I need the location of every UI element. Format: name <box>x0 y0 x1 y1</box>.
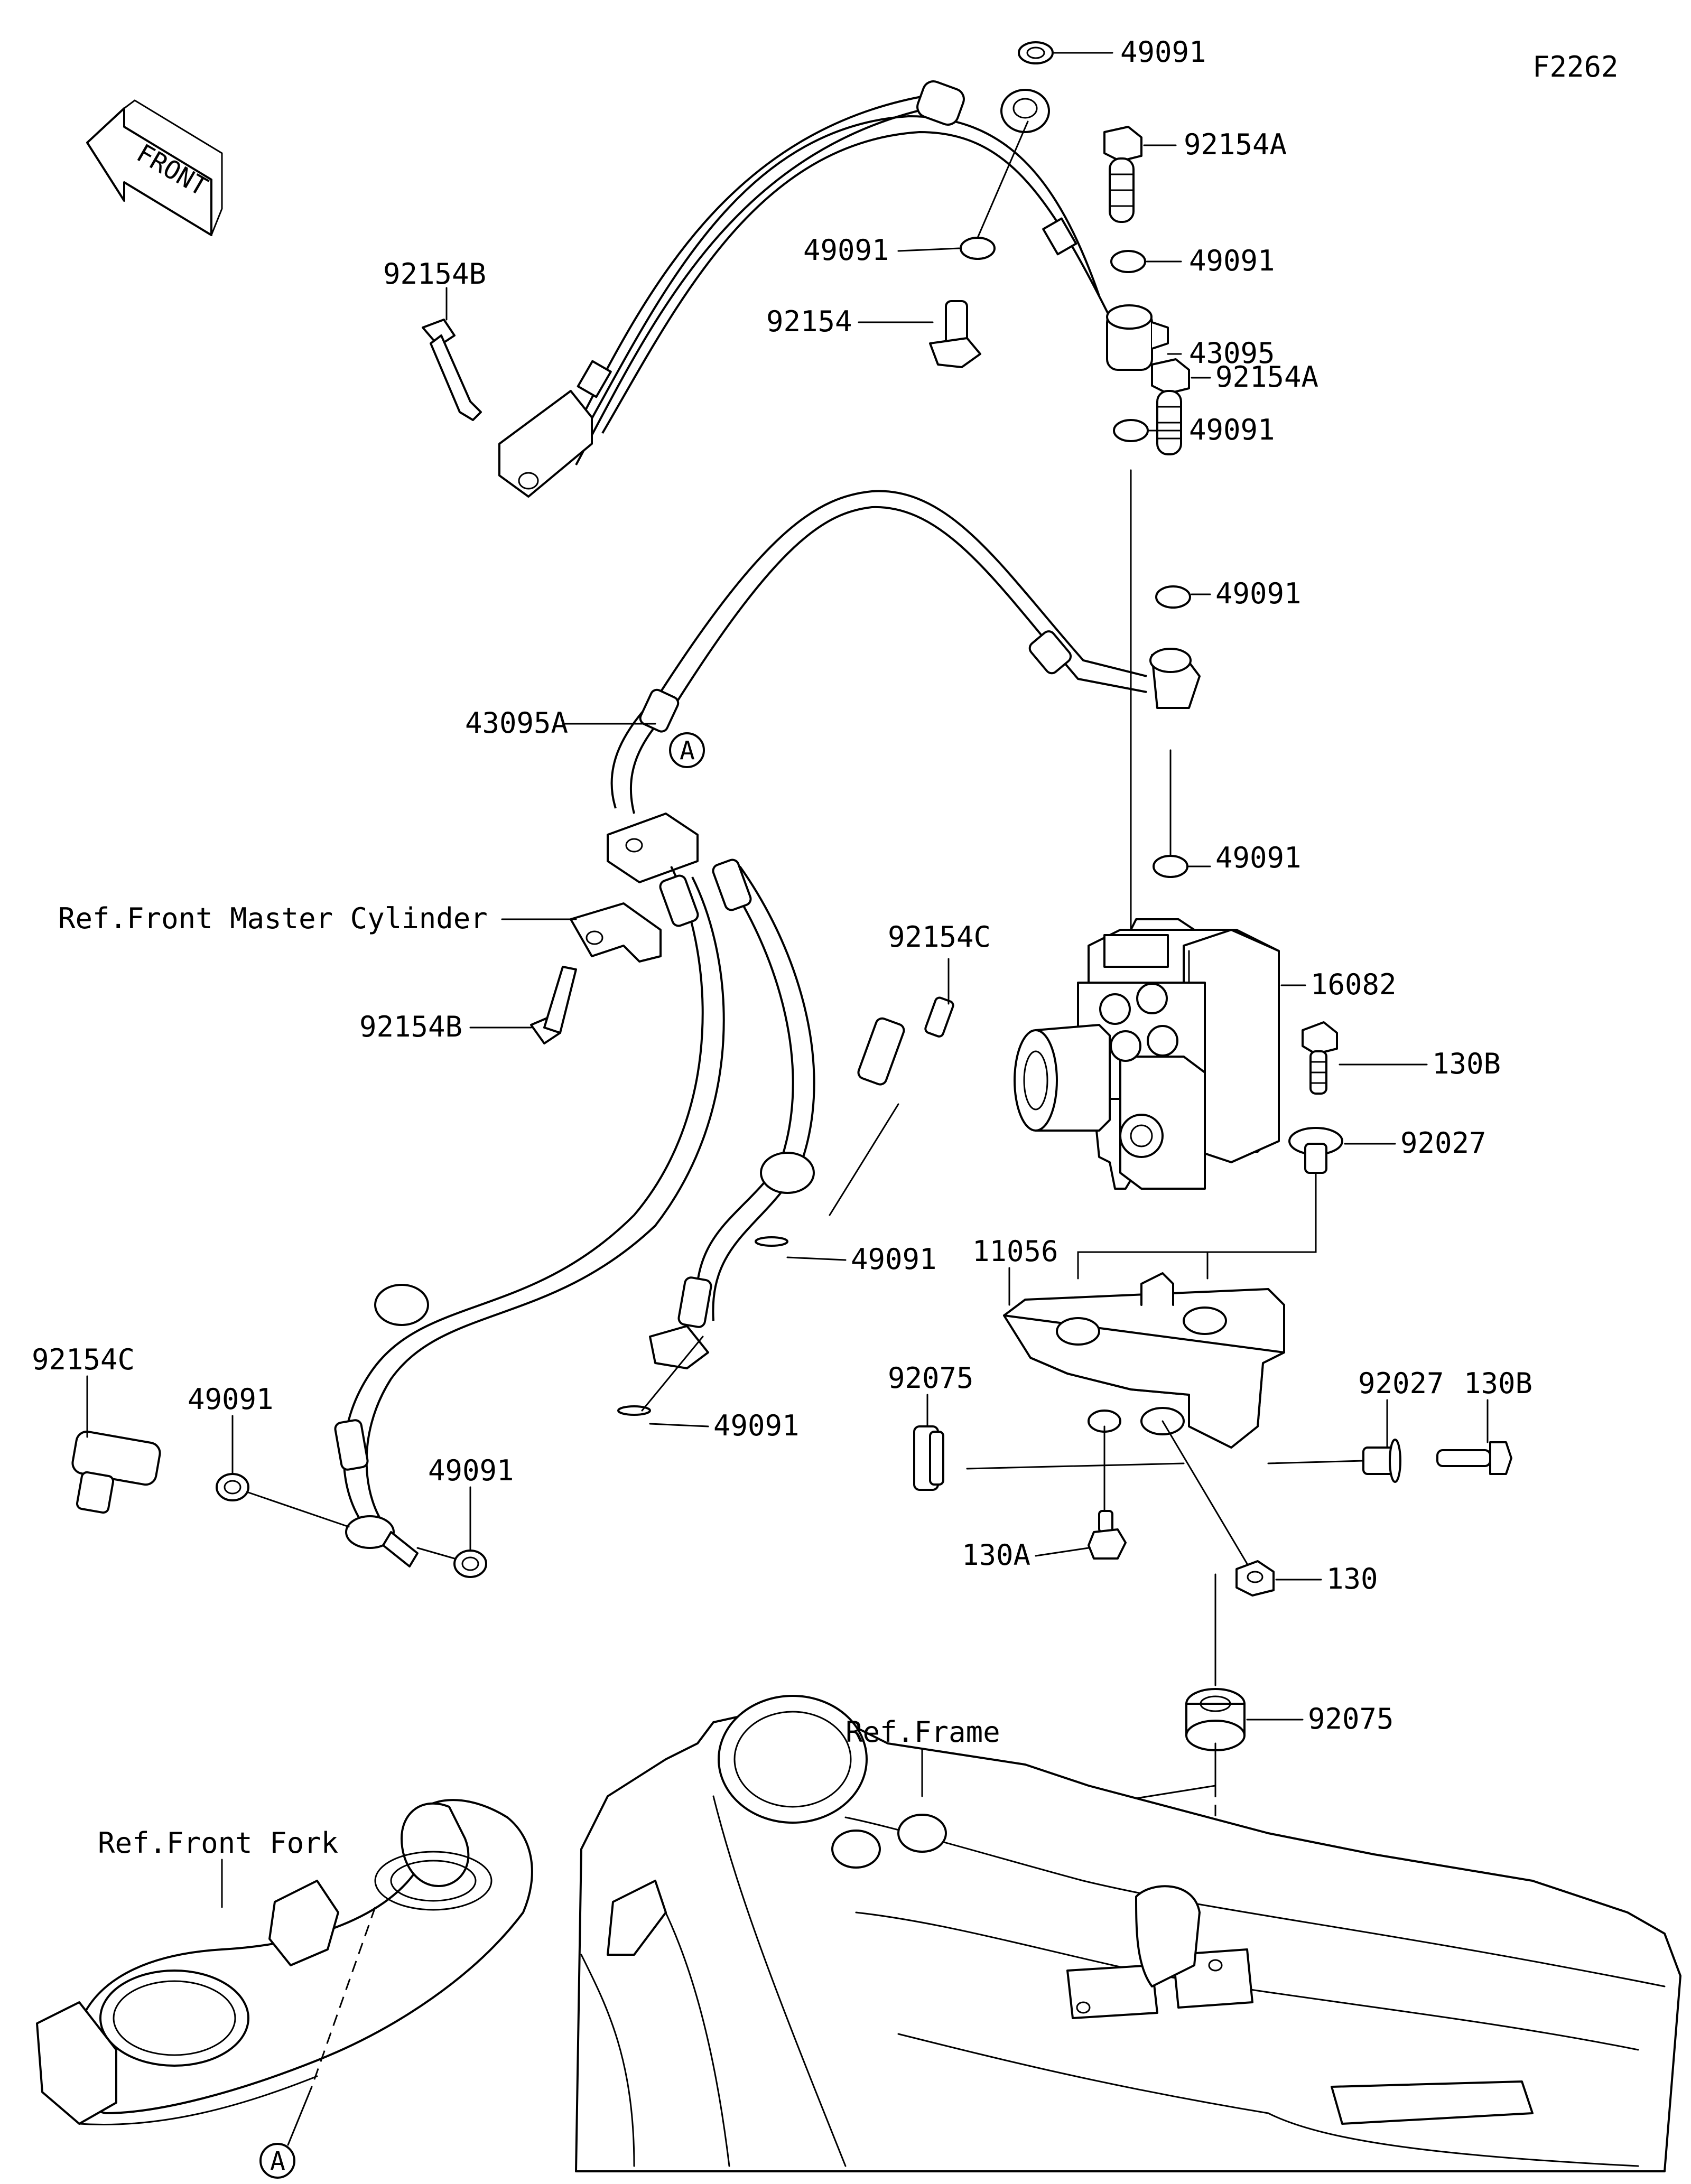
collar-92027-2 <box>1362 1439 1401 1483</box>
hose-fitting-43095 <box>1106 304 1169 371</box>
label-bolt-92154b-top: 92154B <box>383 257 486 291</box>
label-bleeder-92154: 92154 <box>766 305 852 338</box>
label-sensor-92154c-left: 92154C <box>32 1343 135 1376</box>
bolt-92154b-mid <box>530 966 577 1044</box>
marker-a-bottom <box>259 2143 295 2179</box>
bolt-130b-2 <box>1436 1441 1512 1475</box>
label-bracket-11056: 11056 <box>972 1235 1058 1268</box>
collar-92027-1 <box>1288 1127 1343 1174</box>
washer-10 <box>453 1550 487 1578</box>
sensor-92154c-mid <box>829 996 954 1216</box>
washer-4 <box>1113 419 1149 442</box>
label-washer-5: 49091 <box>1215 577 1302 610</box>
label-banjo-bolt-92154a-1: 92154A <box>1184 128 1287 161</box>
label-abs-unit: 16082 <box>1311 968 1397 1001</box>
abs-hydraulic-unit <box>1014 918 1280 1190</box>
label-washer-6: 49091 <box>1215 841 1302 874</box>
washer-1 <box>1018 41 1054 64</box>
bolt-130b-1 <box>1302 1021 1338 1095</box>
banjo-bolt-92154a-2 <box>1151 358 1190 455</box>
label-ref-frame: Ref.Frame <box>846 1715 1000 1749</box>
bolt-92154b-top <box>422 319 482 421</box>
washer-2 <box>960 237 996 260</box>
marker-a-bottom-text: A <box>270 2146 285 2176</box>
lower-brake-hoses <box>334 858 815 1567</box>
label-bolt-130: 130 <box>1326 1562 1378 1595</box>
label-washer-1: 49091 <box>1120 35 1206 69</box>
label-grommet-92075-1: 92075 <box>888 1361 974 1395</box>
label-sensor-92154c-mid: 92154C <box>888 920 991 954</box>
bolt-130a <box>1088 1510 1127 1560</box>
upper-brake-hoses <box>559 80 1111 465</box>
marker-a-top-text: A <box>680 736 695 766</box>
banjo-bolt-92154a-1 <box>1103 126 1142 223</box>
label-bolt-130b-1: 130B <box>1432 1047 1501 1080</box>
bleeder-92154 <box>929 300 981 368</box>
grommet-92075-2 <box>1185 1688 1246 1751</box>
label-washer-4: 49091 <box>1189 413 1275 446</box>
grommet-92075-1 <box>913 1425 944 1491</box>
washer-6 <box>1153 855 1188 878</box>
label-collar-92027-1: 92027 <box>1400 1126 1486 1160</box>
washer-3 <box>1110 250 1146 273</box>
label-hose-43095: 43095 <box>1189 337 1275 370</box>
marker-a-top <box>669 732 705 768</box>
abs-bracket <box>1003 1251 1285 1449</box>
leader-lines <box>86 52 1489 1908</box>
washer-9 <box>216 1473 249 1501</box>
sensor-92154c-left <box>71 1430 161 1514</box>
hose-joint-master-cylinder <box>570 813 699 963</box>
diagram-code: F2262 <box>1532 50 1619 83</box>
label-washer-10: 49091 <box>428 1454 514 1487</box>
label-grommet-92075-2: 92075 <box>1308 1702 1394 1735</box>
front-fork-reference <box>36 1799 533 2126</box>
label-washer-7: 49091 <box>851 1243 937 1276</box>
front-arrow-icon: FRONT <box>86 99 223 236</box>
label-ref-master-cylinder: Ref.Front Master Cylinder <box>58 902 488 935</box>
hose-43095a <box>610 490 1201 814</box>
washer-8 <box>617 1405 651 1416</box>
label-ref-front-fork: Ref.Front Fork <box>98 1826 338 1860</box>
frame-reference <box>575 1695 1681 2172</box>
washer-5 <box>1155 585 1191 609</box>
upper-hose-left-fitting <box>498 390 593 498</box>
label-bolt-92154b-mid: 92154B <box>359 1010 462 1043</box>
washer-7 <box>755 1236 788 1247</box>
label-washer-2: 49091 <box>803 234 889 267</box>
label-washer-8: 49091 <box>713 1409 800 1442</box>
label-hose-43095a: 43095A <box>465 706 568 740</box>
label-washer-9: 49091 <box>188 1383 274 1416</box>
label-banjo-bolt-92154a-2: 92154A <box>1215 360 1318 394</box>
label-bolt-130a: 130A <box>962 1538 1030 1572</box>
label-bolt-130b-2: 130B <box>1464 1367 1532 1400</box>
label-washer-3: 49091 <box>1189 244 1275 277</box>
label-collar-92027-2: 92027 <box>1358 1367 1444 1400</box>
bolt-130 <box>1235 1560 1275 1597</box>
